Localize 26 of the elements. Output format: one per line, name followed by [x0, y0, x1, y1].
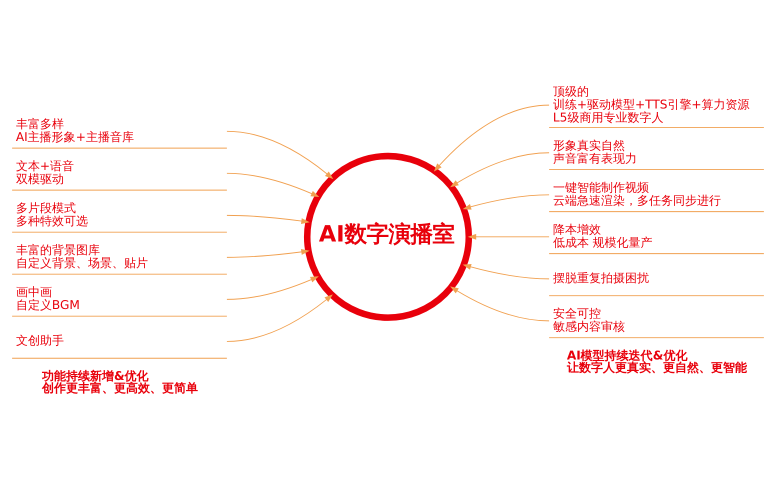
arrow [226, 130, 334, 179]
arrow [226, 214, 310, 224]
node-text: 形象真实自然 声音富有表现力 [552, 138, 637, 165]
node-text: 安全可控 敏感内容审核 [552, 306, 625, 334]
node-text: 摆脱重复拍摄困扰 [552, 270, 649, 285]
node-text: 丰富的背景图库 自定义背景、场景、贴片 [16, 242, 148, 270]
arrow [226, 248, 310, 258]
label: 让数字人更真实、更自然、更智能 [566, 360, 747, 374]
node-text: 多片段模式 多种特效可选 [16, 200, 88, 228]
node-text: 丰富多样 AI主播形象+主播音库 [16, 116, 134, 144]
node-text: 顶级的 训练+驱动模型+TTS引擎+算力资源 L5级商用专业数字人 [552, 84, 750, 124]
arrow [226, 276, 319, 300]
arrow [434, 104, 550, 172]
node-text: 画中画 自定义BGM [16, 284, 80, 312]
node-text: 文本+语音 双模驱动 [16, 158, 74, 186]
arrow [468, 233, 550, 240]
arrow [226, 172, 320, 196]
node-text: 降本增效 低成本 规模化量产 [552, 222, 653, 250]
arrow [450, 286, 550, 321]
arrow [226, 294, 333, 342]
arrow [450, 152, 550, 187]
label: 创作更丰富、更高效、更简单 [42, 380, 198, 395]
arrow [462, 264, 550, 279]
node-text: 一键智能制作视频 云端急速渲染，多任务同步进行 [552, 180, 721, 208]
node-text: 文创助手 [16, 333, 64, 348]
arrow [462, 194, 550, 210]
